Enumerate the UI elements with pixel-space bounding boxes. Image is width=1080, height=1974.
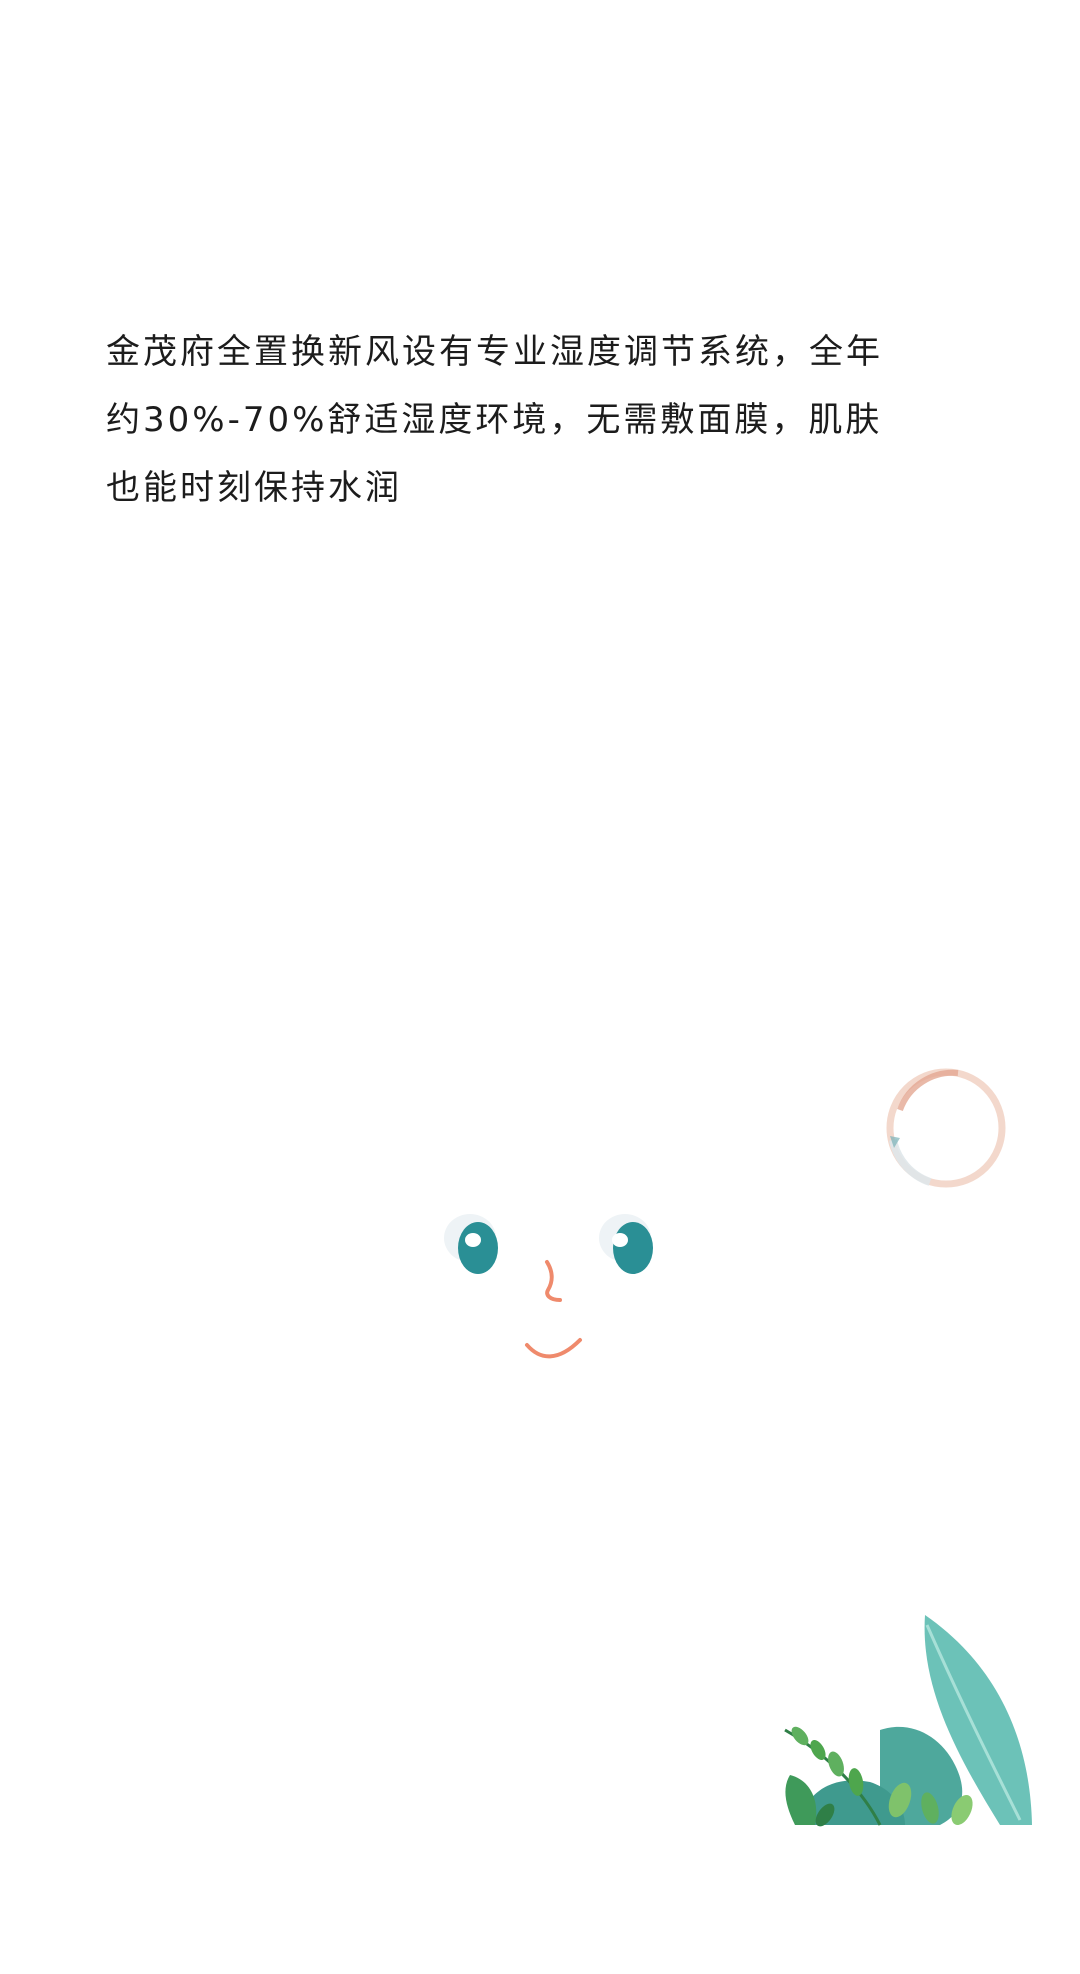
green-leaves-illustration — [784, 1615, 1032, 1827]
paragraph-line-1: 金茂府全置换新风设有专业湿度调节系统，全年 — [106, 332, 883, 372]
right-eye-icon — [599, 1214, 653, 1274]
article-paragraph: 金茂府全置换新风设有专业湿度调节系统，全年 约30%-70%舒适湿度环境，无需敷… — [106, 318, 946, 522]
smiling-face-illustration — [444, 1214, 653, 1359]
mouth-icon — [525, 1338, 582, 1359]
large-leaf-icon — [924, 1615, 1032, 1825]
left-eye-icon — [444, 1214, 498, 1274]
water-bubble-illustration — [886, 1068, 1006, 1188]
nose-icon — [545, 1260, 562, 1302]
paragraph-line-2: 约30%-70%舒适湿度环境，无需敷面膜，肌肤 — [106, 400, 883, 440]
paragraph-line-3: 也能时刻保持水润 — [106, 468, 402, 508]
